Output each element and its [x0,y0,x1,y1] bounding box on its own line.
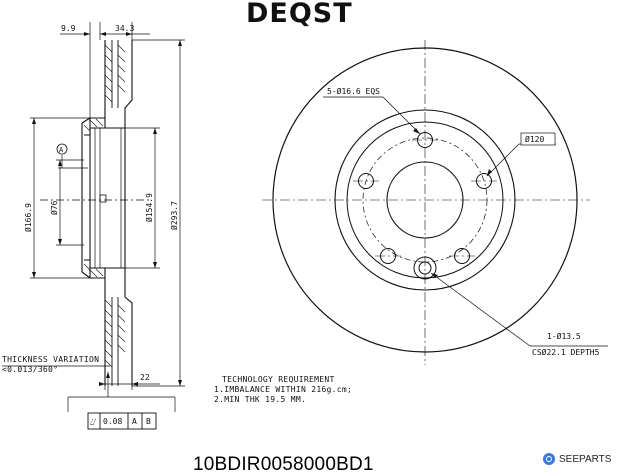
dim-thickness: 22 [140,373,150,382]
tolerance-ref-a: A [132,417,137,426]
tolerance-ref-b: B [146,417,151,426]
thickness-variation-value: <0.013/360° [2,365,59,374]
dim-inner-diameter: Ø154.9 [144,193,154,222]
pcd-label-box [520,132,556,146]
section-hatching [83,44,126,368]
front-center-lines [262,40,590,365]
thickness-variation-note: THICKNESS VARIATION <0.013/360° [2,355,99,375]
tolerance-symbol: ⌰ [90,418,96,428]
technology-line-2: 2.MIN THK 19.5 MM. [214,395,307,404]
pcd-label: Ø120 [525,134,544,144]
technology-requirement: TECHNOLOGY REQUIREMENT 1.IMBALANCE WITHI… [214,375,352,405]
dimension-arrows [32,32,182,386]
counter-sink-label: CSØ22.1 DEPTH5 [532,347,600,357]
technology-line-1: 1.IMBALANCE WITHIN 216g.cm; [214,385,353,394]
tolerance-frame: ⌰ 0.08 A B [87,412,157,430]
source-brand: SEEPARTS [543,453,611,465]
section-view [81,40,133,386]
section-dimension-lines [2,22,185,412]
seeparts-logo-icon [543,453,555,465]
dim-top-left: 9.9 [61,24,76,33]
datum-a-label: A [59,146,64,154]
tolerance-value: 0.08 [103,417,122,426]
front-leader-arrows [413,128,492,278]
dim-bore-diameter: Ø76 [49,200,59,215]
source-brand-label: SEEPARTS [559,453,612,465]
front-leader-lines [323,96,608,347]
brand-logo: DEQST [246,0,353,29]
dim-hub-diameter: Ø166.9 [23,203,33,232]
dim-top-width: 34.3 [115,24,134,33]
part-code: 10BDIR0058000BD1 [193,454,374,475]
thickness-variation-title: THICKNESS VARIATION [2,355,100,364]
extra-hole-label: 1-Ø13.5 [547,331,581,341]
datum-a-symbol [56,143,68,155]
technology-title: TECHNOLOGY REQUIREMENT [222,375,335,384]
dim-outer-diameter: Ø293.7 [169,201,179,230]
bolt-holes-label: 5-Ø16.6 EQS [327,86,380,96]
